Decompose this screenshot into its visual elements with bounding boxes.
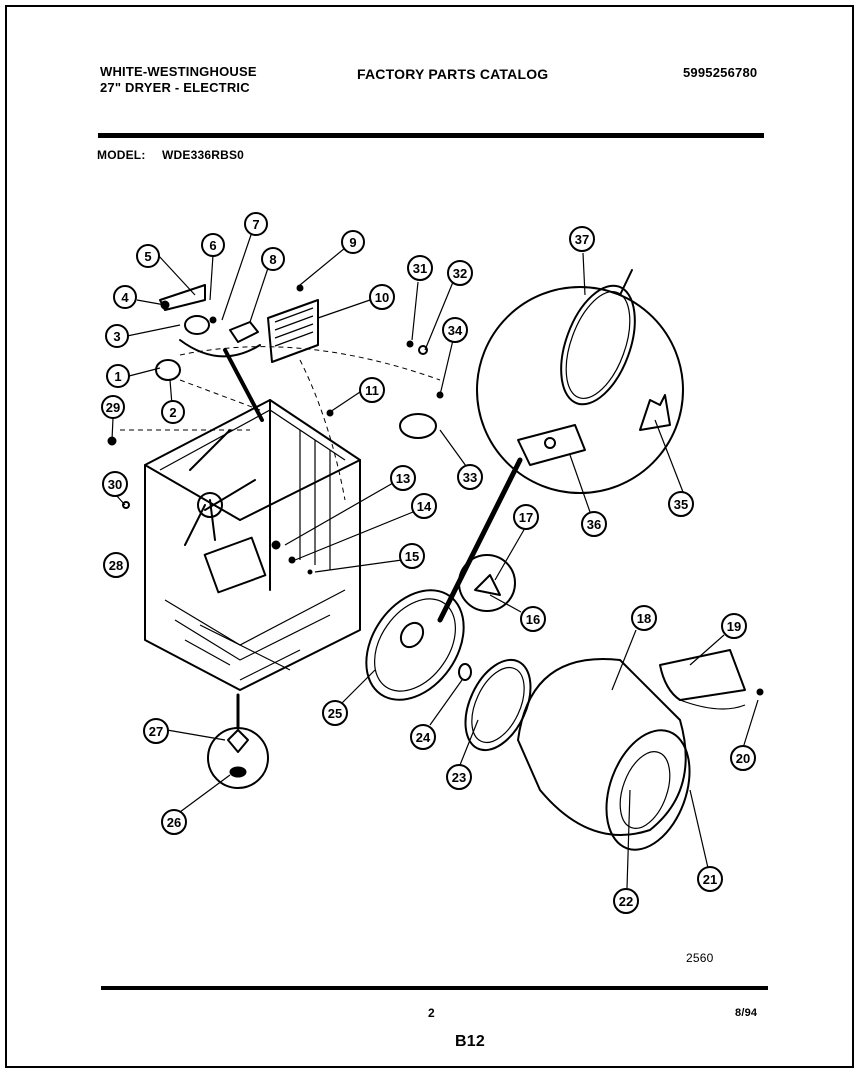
callout-5: 5 (136, 244, 160, 268)
callout-4-label: 4 (121, 290, 129, 305)
callout-18-label: 18 (637, 611, 651, 626)
callout-37: 37 (569, 226, 595, 252)
callout-21: 21 (697, 866, 723, 892)
callout-6: 6 (201, 233, 225, 257)
callout-14: 14 (411, 493, 437, 519)
callout-32-label: 32 (453, 266, 467, 281)
callout-1-label: 1 (114, 369, 121, 384)
callout-1: 1 (106, 364, 130, 388)
callout-18: 18 (631, 605, 657, 631)
catalog-title: FACTORY PARTS CATALOG (357, 66, 549, 82)
callout-14-label: 14 (417, 499, 432, 514)
callout-11: 11 (359, 377, 385, 403)
callout-31: 31 (407, 255, 433, 281)
callout-2: 2 (161, 400, 185, 424)
callout-19-label: 19 (727, 619, 741, 634)
callout-36: 36 (581, 511, 607, 537)
callout-13-label: 13 (396, 471, 410, 486)
callout-24-label: 24 (416, 730, 431, 745)
illustration-code: 2560 (686, 951, 714, 965)
callout-30: 30 (102, 471, 128, 497)
callout-9: 9 (341, 230, 365, 254)
callout-36-label: 36 (587, 517, 601, 532)
callout-25: 25 (322, 700, 348, 726)
callout-29: 29 (101, 395, 125, 419)
callout-27: 27 (143, 718, 169, 744)
catalog-number: 5995256780 (683, 65, 758, 80)
brand-name: WHITE-WESTINGHOUSE (100, 64, 257, 79)
callout-21-label: 21 (703, 872, 717, 887)
callout-23-label: 23 (452, 770, 466, 785)
detail-circles (179, 286, 684, 789)
callout-5-label: 5 (144, 249, 151, 264)
callout-22: 22 (613, 888, 639, 914)
section-code: B12 (455, 1033, 485, 1050)
callout-2-label: 2 (169, 405, 176, 420)
callout-20: 20 (730, 745, 756, 771)
leader-lines (111, 231, 759, 889)
callout-20-label: 20 (736, 751, 750, 766)
callout-16: 16 (520, 606, 546, 632)
drum-assembly (458, 649, 764, 851)
callout-17: 17 (513, 504, 539, 530)
callout-34: 34 (442, 317, 468, 343)
callout-11-label: 11 (365, 383, 379, 398)
callout-32: 32 (447, 260, 473, 286)
top-parts (107, 284, 444, 509)
callout-26-label: 26 (167, 815, 181, 830)
callout-3-label: 3 (113, 329, 120, 344)
product-description: 27" DRYER - ELECTRIC (100, 80, 250, 95)
callout-17-label: 17 (519, 510, 533, 525)
model-number: WDE336RBS0 (162, 148, 245, 162)
model-label: MODEL: (97, 148, 146, 162)
front-bulkhead (271, 540, 465, 701)
callout-37-label: 37 (575, 232, 589, 247)
callout-33-label: 33 (463, 470, 477, 485)
callout-10-label: 10 (375, 290, 389, 305)
callout-27-label: 27 (149, 724, 163, 739)
callout-26: 26 (161, 809, 187, 835)
callout-15: 15 (399, 543, 425, 569)
callout-35: 35 (668, 491, 694, 517)
footer-rule (101, 986, 768, 990)
callout-15-label: 15 (405, 549, 419, 564)
callout-23: 23 (446, 764, 472, 790)
callout-8: 8 (261, 247, 285, 271)
callout-4: 4 (113, 285, 137, 309)
callout-29-label: 29 (106, 400, 120, 415)
callout-6-label: 6 (209, 238, 216, 253)
callout-22-label: 22 (619, 894, 633, 909)
callout-9-label: 9 (349, 235, 356, 250)
callout-3: 3 (105, 324, 129, 348)
callout-28-label: 28 (109, 558, 123, 573)
callout-33: 33 (457, 464, 483, 490)
publication-date: 8/94 (735, 1007, 758, 1019)
callout-10: 10 (369, 284, 395, 310)
callout-31-label: 31 (413, 261, 427, 276)
callout-19: 19 (721, 613, 747, 639)
page-number: 2 (428, 1006, 435, 1020)
callout-16-label: 16 (526, 612, 540, 627)
callout-25-label: 25 (328, 706, 342, 721)
cabinet-body (144, 399, 361, 691)
detail-parts (227, 269, 671, 778)
callout-7: 7 (244, 212, 268, 236)
callout-7-label: 7 (252, 217, 259, 232)
callout-24: 24 (410, 724, 436, 750)
callout-35-label: 35 (674, 497, 688, 512)
callout-28: 28 (103, 552, 129, 578)
callout-30-label: 30 (108, 477, 122, 492)
callout-34-label: 34 (448, 323, 463, 338)
callout-8-label: 8 (269, 252, 276, 267)
callout-13: 13 (390, 465, 416, 491)
header-rule (98, 133, 764, 138)
page-frame (5, 5, 854, 1068)
